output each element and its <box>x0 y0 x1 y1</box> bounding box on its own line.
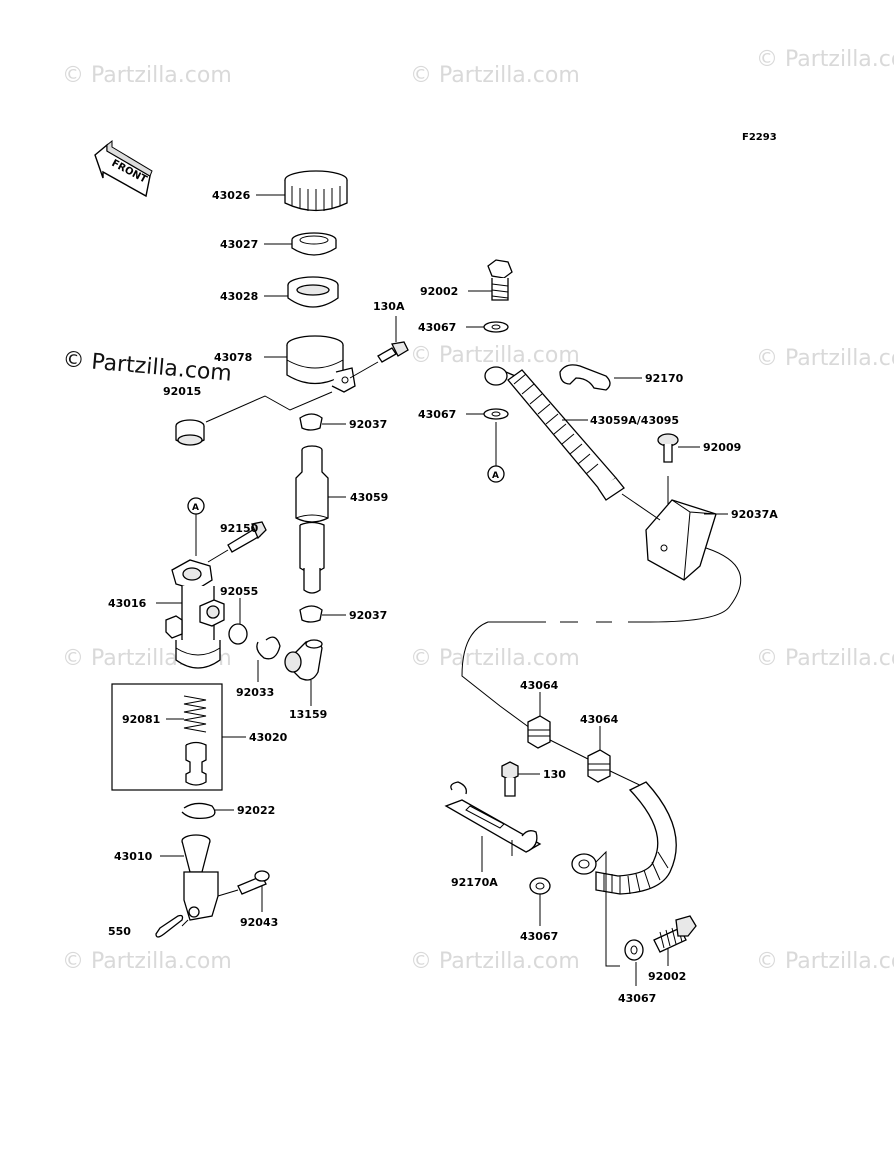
push-rod <box>181 834 219 921</box>
reservoir-cap <box>284 170 348 212</box>
part-number-92170: 92170 <box>645 372 684 385</box>
brake-hose-upper <box>484 366 625 501</box>
bracket-92037a <box>645 499 717 581</box>
part-number-92037-top: 92037 <box>349 418 387 431</box>
o-ring-92055 <box>228 623 248 645</box>
part-number-43067-b: 43067 <box>418 408 456 421</box>
part-number-92043: 92043 <box>240 916 278 929</box>
part-number-92150: 92150 <box>220 522 259 535</box>
watermark: © Partzilla.com <box>756 646 894 671</box>
part-number-550: 550 <box>108 925 131 938</box>
part-number-130: 130 <box>543 768 566 781</box>
part-number-13159: 13159 <box>289 708 327 721</box>
part-number-43059: 43059 <box>350 491 388 504</box>
master-cylinder-body <box>165 559 225 669</box>
watermark: © Partzilla.com <box>756 47 894 72</box>
grommet-43064-left <box>527 715 551 749</box>
watermark: © Partzilla.com <box>756 949 894 974</box>
washer-43067-d <box>624 939 644 961</box>
part-number-43028: 43028 <box>220 290 258 303</box>
part-number-43059a: 43059A/43095 <box>590 414 679 427</box>
clamp-92037-top <box>299 413 323 431</box>
part-number-43016: 43016 <box>108 597 147 610</box>
part-number-92022: 92022 <box>237 804 275 817</box>
watermark: © Partzilla.com <box>62 63 232 88</box>
part-number-92037a: 92037A <box>731 508 778 521</box>
svg-text:A: A <box>492 471 499 481</box>
part-number-43067-d: 43067 <box>618 992 656 1005</box>
part-number-43067-a: 43067 <box>418 321 456 334</box>
ref-marker-a-right: A <box>487 465 505 483</box>
front-arrow-icon: FRONT <box>94 139 153 198</box>
bolt-92150 <box>227 521 267 553</box>
part-number-92002-top: 92002 <box>420 285 458 298</box>
part-number-43020: 43020 <box>249 731 288 744</box>
washer-43067-b <box>483 408 509 420</box>
banjo-bolt-bottom <box>653 915 697 953</box>
part-number-43078: 43078 <box>214 351 252 364</box>
watermark: © Partzilla.com <box>410 949 580 974</box>
diaphragm <box>287 276 339 308</box>
part-number-92170a: 92170A <box>451 876 498 889</box>
clamp-92170 <box>559 364 611 391</box>
part-number-92081: 92081 <box>122 713 160 726</box>
diaphragm-plate <box>291 232 337 256</box>
part-number-92037-bottom: 92037 <box>349 609 387 622</box>
diagram-code: F2293 <box>742 132 777 143</box>
reservoir-hose <box>295 445 329 594</box>
part-number-43067-c: 43067 <box>520 930 558 943</box>
part-number-92055: 92055 <box>220 585 258 598</box>
pin-92043 <box>237 870 270 895</box>
spring-92081 <box>183 695 207 733</box>
grommet-92015 <box>175 419 205 446</box>
clamp-92037-bottom <box>299 605 323 623</box>
part-number-43027: 43027 <box>220 238 258 251</box>
watermark-dark: © Partzilla.com <box>61 347 232 387</box>
svg-text:A: A <box>192 503 199 513</box>
part-number-43064-right: 43064 <box>580 713 619 726</box>
washer-43067-c <box>529 877 551 895</box>
part-number-92002-bottom: 92002 <box>648 970 686 983</box>
cotter-pin-550 <box>155 914 184 938</box>
circlip-92033 <box>256 636 281 660</box>
part-number-43010: 43010 <box>114 850 153 863</box>
watermark: © Partzilla.com <box>756 346 894 371</box>
bracket-92170a <box>444 781 542 856</box>
part-number-92015: 92015 <box>163 385 201 398</box>
part-number-92033: 92033 <box>236 686 274 699</box>
ref-marker-a-left: A <box>187 497 205 515</box>
reservoir-tank <box>286 335 356 393</box>
bolt-130 <box>501 761 519 797</box>
part-number-130a: 130A <box>373 300 405 313</box>
watermark: © Partzilla.com <box>62 949 232 974</box>
elbow-fitting <box>284 639 323 681</box>
part-number-43064-left: 43064 <box>520 679 559 692</box>
watermark: © Partzilla.com <box>410 343 580 368</box>
washer-43067-a <box>483 321 509 333</box>
piston <box>185 741 207 786</box>
hose-routing-line <box>461 547 742 729</box>
screw-92009 <box>657 433 679 463</box>
grommet-43064-right <box>587 749 611 783</box>
bolt-130a <box>377 341 409 363</box>
part-number-43026: 43026 <box>212 189 251 202</box>
brake-hose-lower <box>571 781 677 895</box>
part-number-92009: 92009 <box>703 441 741 454</box>
banjo-bolt-top <box>487 259 513 301</box>
watermark: © Partzilla.com <box>410 646 580 671</box>
circlip-92022 <box>181 802 216 820</box>
watermark: © Partzilla.com <box>410 63 580 88</box>
